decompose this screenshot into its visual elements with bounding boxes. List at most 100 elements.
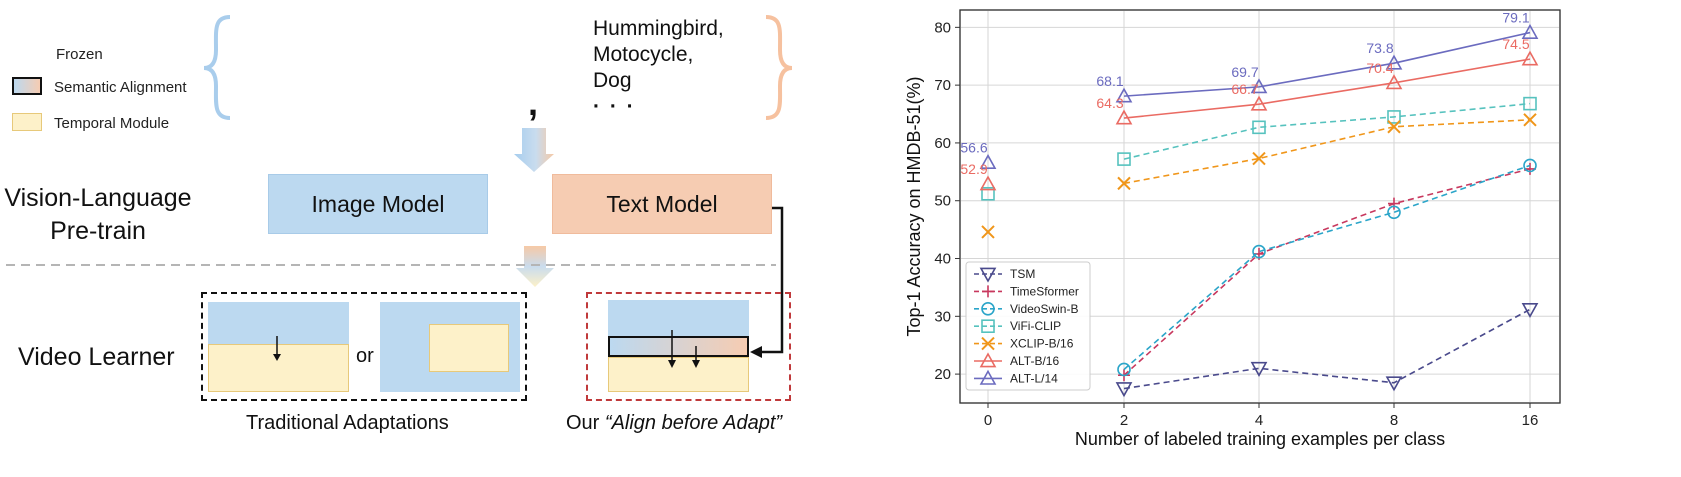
data-point-alt-l-14 [1385,54,1403,70]
data-point-alt-b-16 [1115,109,1133,125]
legend-marker-alt-b-16 [979,352,997,368]
series-line-alt-l-14 [1123,31,1531,97]
legend-marker-videoswin-b [981,301,995,316]
data-label: 52.9 [960,161,987,177]
class-name-hummingbird: Hummingbird, [593,17,724,40]
data-point-videoswin-b [1387,205,1401,220]
legend-marker-tsm [979,267,997,283]
data-point-timesformer [1388,197,1400,210]
stage-pretrain-line1: Vision-Language [4,184,192,212]
traditional-caption: Traditional Adaptations [246,412,449,434]
data-label: 74.5 [1502,36,1529,52]
series-line-alt-b-16 [1123,58,1531,119]
data-point-vifi-clip [1523,96,1537,111]
stage-pretrain-line2: Pre-train [50,217,146,245]
legend-temporal-swatch [12,113,42,131]
data-point-xclip-b-16 [1252,151,1266,166]
x-tick-label: 0 [984,412,992,429]
y-tick-label: 20 [934,366,951,383]
series-line-tsm [1123,308,1531,390]
legend-label-alt-b-16: ALT-B/16 [1010,354,1059,368]
ours-temporal [608,357,749,392]
data-label: 56.6 [960,140,987,156]
traditional-variant-a-frozen [208,302,349,344]
data-label: 79.1 [1502,10,1529,26]
legend-marker-alt-l-14 [979,369,997,385]
data-point-videoswin-b [1523,158,1537,173]
y-tick-label: 80 [934,19,951,36]
x-tick-label: 16 [1522,412,1539,429]
traditional-group [201,292,527,401]
y-tick-label: 50 [934,193,951,210]
x-tick-label: 4 [1255,412,1263,429]
ours-caption-quote: “Align before Adapt” [604,412,783,434]
legend-label-videoswin-b: VideoSwin-B [1010,302,1078,316]
legend-label-tsm: TSM [1010,267,1035,281]
x-tick-label: 2 [1120,412,1128,429]
legend-label-vifi-clip: ViFi-CLIP [1010,319,1061,333]
data-point-xclip-b-16 [1117,176,1131,191]
flow-arrow-top [514,128,554,172]
ours-semantic-alignment [608,336,749,357]
data-point-alt-l-14 [1250,78,1268,94]
data-point-xclip-b-16 [981,225,995,239]
class-name-list: Hummingbird, Motocycle, Dog · · · [593,16,724,120]
legend-temporal-label: Temporal Module [54,115,170,132]
data-point-alt-b-16 [1385,74,1403,90]
data-point-xclip-b-16 [1523,113,1537,127]
or-label: or [356,345,374,367]
image-model-label: Image Model [311,190,445,217]
series-line-videoswin-b [1123,164,1531,371]
legend-label-xclip-b-16: XCLIP-B/16 [1010,337,1074,351]
data-point-videoswin-b [1252,244,1266,259]
ours-arrows [668,330,700,368]
y-axis-label: Top-1 Accuracy on HMDB-51(%) [904,76,924,336]
data-point-xclip-b-16 [1387,120,1401,134]
brace-graphics [6,15,793,358]
data-point-tsm [1250,361,1268,377]
ours-frozen [608,300,749,336]
data-point-alt-l-14 [1521,23,1539,39]
text-model-box: Text Model [552,174,772,234]
data-point-alt-l-14 [1115,87,1133,103]
ours-group [586,292,791,401]
data-point-videoswin-b [1117,362,1131,377]
x-tick-label: 8 [1390,412,1398,429]
data-point-alt-b-16 [979,175,997,191]
data-point-vifi-clip [1252,120,1266,135]
ours-caption: Our “Align before Adapt” [566,412,782,435]
plot-frame [959,9,1561,404]
data-label: 69.7 [1231,64,1258,80]
flow-arrow-middle [516,246,554,287]
legend-semantic-label: Semantic Alignment [54,79,187,96]
data-point-alt-b-16 [1250,95,1268,111]
data-label: 64.3 [1096,95,1123,111]
text-model-label: Text Model [606,190,718,217]
data-point-alt-b-16 [1521,50,1539,66]
legend-label-alt-l-14: ALT-L/14 [1010,371,1058,385]
data-label: 70.4 [1366,60,1393,76]
data-point-tsm [1115,382,1133,398]
class-name-ellipsis: · · · [593,95,636,118]
legend-marker-timesformer [982,285,994,298]
y-tick-label: 60 [934,135,951,152]
legend-marker-xclip-b-16 [981,336,995,351]
traditional-arrow-a [273,336,281,361]
data-label: 66.7 [1231,81,1258,97]
connector-arrowhead [750,346,762,358]
data-point-vifi-clip [981,186,995,201]
legend-frozen-label: Frozen [56,46,103,63]
series-line-xclip-b-16 [1123,119,1531,185]
legend-box [965,261,1091,391]
series-line-vifi-clip [1123,102,1531,160]
comma-separator: , [528,82,539,123]
data-label: 68.1 [1096,73,1123,89]
legend-marker-vifi-clip [981,319,995,334]
legend-semantic-swatch [12,77,42,95]
data-point-tsm [1385,376,1403,392]
stage-video-learner: Video Learner [18,343,175,371]
data-point-tsm [1521,302,1539,319]
left-brace [203,15,231,120]
y-tick-label: 70 [934,77,951,94]
data-point-vifi-clip [1387,110,1401,124]
